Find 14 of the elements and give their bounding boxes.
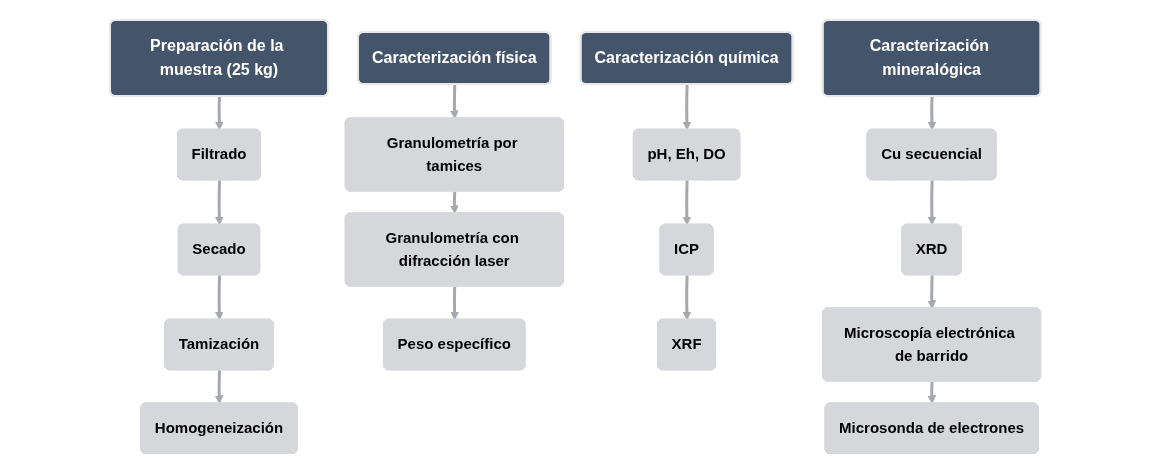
arrow [450, 286, 460, 320]
arrow [450, 84, 459, 119]
arrow [927, 179, 937, 225]
arrow [927, 96, 937, 130]
arrow [215, 179, 224, 225]
arrow [927, 381, 937, 404]
arrow [927, 274, 937, 309]
arrow [215, 274, 224, 320]
arrow [214, 369, 224, 404]
arrow [682, 84, 692, 130]
arrow [215, 96, 224, 130]
arrow [450, 191, 459, 214]
arrow [682, 179, 692, 225]
arrow [682, 274, 692, 320]
